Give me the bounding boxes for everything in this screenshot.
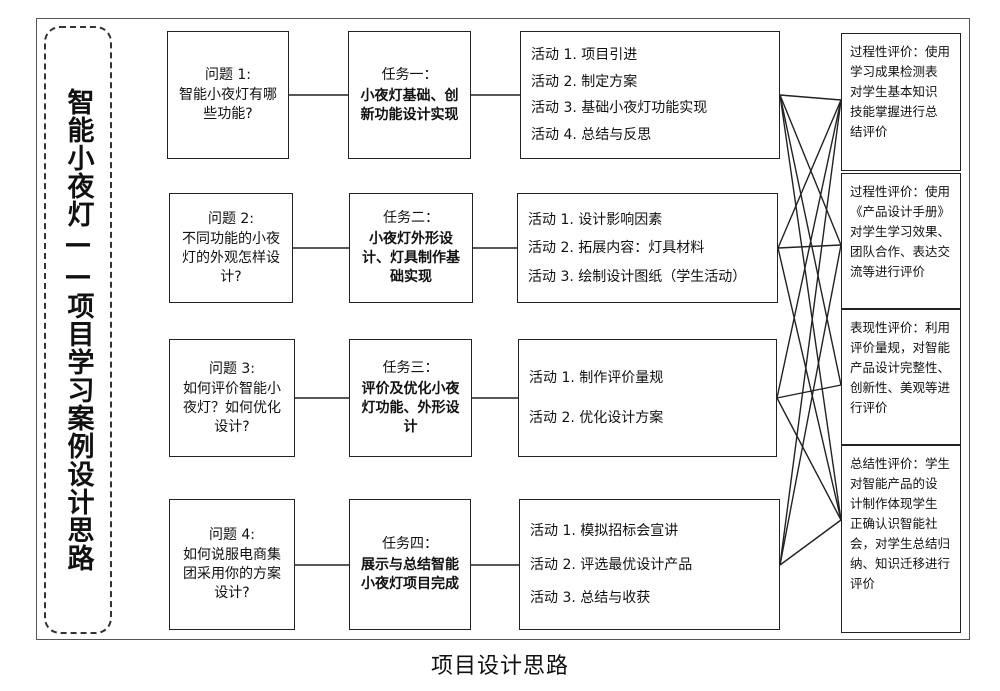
question-box-1: 问题 1: 智能小夜灯有哪 些功能? — [167, 31, 289, 159]
activity-2-item-2: 活动 2. 拓展内容：灯具材料 — [528, 240, 705, 256]
activity-box-2: 活动 1. 设计影响因素 活动 2. 拓展内容：灯具材料 活动 3. 绘制设计图… — [517, 193, 778, 303]
task-2-heading: 任务二： — [383, 210, 439, 226]
activity-box-4: 活动 1. 模拟招标会宣讲 活动 2. 评选最优设计产品 活动 3. 总结与收获 — [519, 499, 780, 630]
activity-box-3: 活动 1. 制作评价量规 活动 2. 优化设计方案 — [518, 339, 777, 457]
a3-e1-link — [776, 99, 842, 399]
question-box-2: 问题 2: 不同功能的小夜 灯的外观怎样设 计? — [169, 193, 293, 303]
question-1-heading: 问题 1: — [204, 67, 252, 83]
side-title-box: 智能小夜灯——项目学习案例设计思路 — [44, 26, 112, 634]
a3-e3-link — [776, 384, 842, 399]
activity-4-item-1: 活动 1. 模拟招标会宣讲 — [530, 522, 679, 539]
question-2-heading: 问题 2: — [207, 210, 255, 227]
activity-4-item-2: 活动 2. 评选最优设计产品 — [530, 556, 693, 573]
question-4-text: 如何说服电商集 团采用你的方案 设计? — [183, 547, 281, 601]
a1-e1-link — [779, 94, 842, 101]
activity-1-item-1: 活动 1. 项目引进 — [531, 47, 638, 64]
activity-3-item-1: 活动 1. 制作评价量规 — [529, 369, 664, 386]
a2-e4-link — [777, 247, 842, 521]
task-3-heading: 任务三： — [382, 360, 439, 376]
question-3-text: 如何评价智能小 夜灯？如何优化 设计? — [183, 380, 281, 435]
evaluation-box-3: 表现性评价：利用 评价量规，对智能 产品设计完整性、 创新性、美观等进 行评价 — [841, 309, 961, 445]
task-box-3: 任务三： 评价及优化小夜 灯功能、外形设 计 — [349, 339, 472, 457]
a4-e2-link — [779, 244, 842, 566]
activity-1-item-2: 活动 2. 制定方案 — [531, 73, 638, 90]
task-3-text: 评价及优化小夜 灯功能、外形设 计 — [361, 381, 460, 435]
task-4-heading: 任务四： — [382, 536, 438, 552]
task-1-heading: 任务一： — [381, 66, 438, 83]
evaluation-box-4: 总结性评价：学生 对智能产品的设 计制作体现学生 正确认识智能社 会，对学生总结… — [841, 445, 961, 633]
task-1-text: 小夜灯基础、创 新功能设计实现 — [360, 87, 459, 123]
question-box-4: 问题 4: 如何说服电商集 团采用你的方案 设计? — [169, 499, 295, 630]
task-box-2: 任务二： 小夜灯外形设 计、灯具制作基 础实现 — [349, 193, 473, 303]
evaluation-box-2: 过程性评价：使用 《产品设计手册》 对学生学习效果、 团队合作、表达交 流等进行… — [841, 173, 961, 309]
activity-1-item-3: 活动 3. 基础小夜灯功能实现 — [531, 100, 708, 117]
question-box-3: 问题 3: 如何评价智能小 夜灯？如何优化 设计? — [169, 339, 295, 457]
question-3-heading: 问题 3: — [208, 360, 256, 377]
task-2-text: 小夜灯外形设 计、灯具制作基 础实现 — [362, 231, 460, 285]
a2-e1-link — [777, 99, 842, 249]
a3-e4-link — [776, 397, 842, 521]
a4-e1-link — [779, 99, 842, 566]
activity-4-item-3: 活动 3. 总结与收获 — [530, 590, 651, 607]
activity-1-item-4: 活动 4. 总结与反思 — [531, 126, 652, 143]
diagram-frame — [36, 18, 970, 640]
task-box-4: 任务四： 展示与总结智能 小夜灯项目完成 — [349, 499, 471, 630]
question-2-text: 不同功能的小夜 灯的外观怎样设 计? — [182, 230, 280, 285]
task-box-1: 任务一： 小夜灯基础、创 新功能设计实现 — [348, 31, 471, 159]
task-4-text: 展示与总结智能 小夜灯项目完成 — [361, 557, 459, 592]
question-4-heading: 问题 4: — [208, 527, 256, 543]
figure-caption: 项目设计思路 — [430, 654, 569, 679]
side-title-text: 智能小夜灯——项目学习案例设计思路 — [62, 88, 94, 572]
activity-box-1: 活动 1. 项目引进 活动 2. 制定方案 活动 3. 基础小夜灯功能实现 活动… — [520, 31, 780, 159]
evaluation-box-1: 过程性评价：使用 学习成果检测表 对学生基本知识 技能掌握进行总 结评价 — [841, 33, 961, 171]
a4-e4-link — [779, 519, 842, 566]
activity-2-item-1: 活动 1. 设计影响因素 — [528, 211, 663, 228]
activity-2-item-3: 活动 3. 绘制设计图纸（学生活动） — [528, 268, 747, 285]
question-1-text: 智能小夜灯有哪 些功能? — [179, 87, 277, 122]
a1-e4-link — [779, 94, 842, 521]
activity-3-item-2: 活动 2. 优化设计方案 — [529, 410, 664, 427]
